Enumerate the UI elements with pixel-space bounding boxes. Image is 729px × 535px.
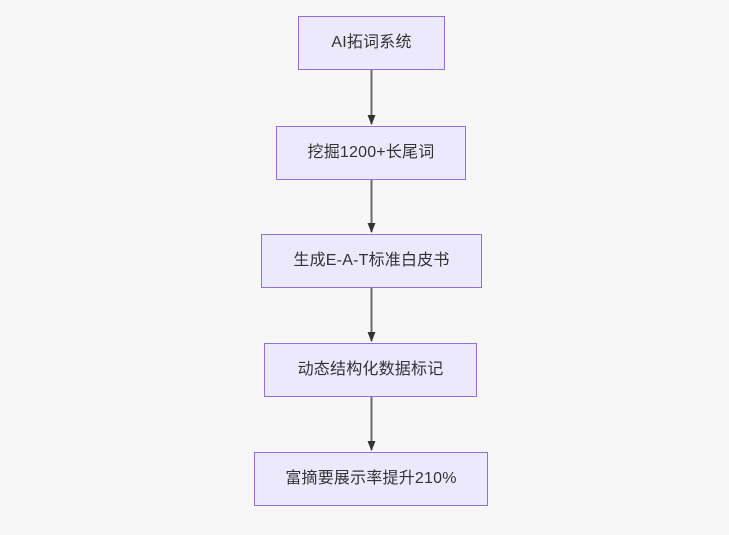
flowchart-node-ai-keyword-system[interactable]: AI拓词系统 [298,16,445,70]
flowchart-node-rich-snippet-impression-uplift[interactable]: 富摘要展示率提升210% [254,452,488,506]
node-label: 富摘要展示率提升210% [285,470,457,488]
flowchart-node-dynamic-structured-data-markup[interactable]: 动态结构化数据标记 [264,343,477,397]
node-label: AI拓词系统 [331,34,412,52]
node-label: 动态结构化数据标记 [297,361,444,379]
flowchart-node-mine-longtail-keywords[interactable]: 挖掘1200+长尾词 [276,126,466,180]
node-label: 挖掘1200+长尾词 [307,144,435,162]
flowchart-node-generate-eat-whitepaper[interactable]: 生成E-A-T标准白皮书 [261,234,482,288]
node-label: 生成E-A-T标准白皮书 [293,252,450,270]
